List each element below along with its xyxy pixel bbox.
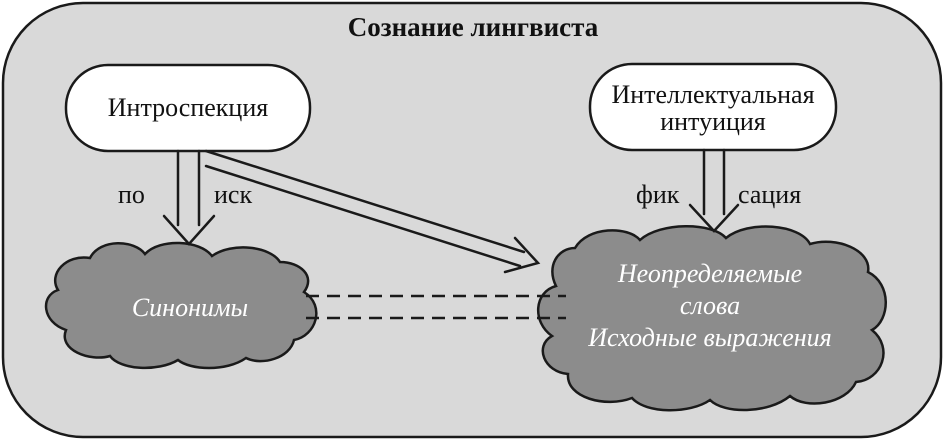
introspection-to-undefined-words-arrow — [204, 149, 541, 274]
search-arrow — [162, 149, 216, 246]
fixation-label-right: сация — [738, 180, 802, 209]
synonyms-label: Синонимы — [131, 293, 249, 322]
introspection-box — [64, 63, 312, 153]
initial-expressions-label: Исходные выражения — [588, 323, 832, 352]
intuition-label-line2: интуиция — [660, 107, 766, 136]
undefined-words-label-line2: слова — [679, 291, 741, 320]
undefined-words-cloud — [536, 225, 887, 412]
search-label-left: по — [118, 180, 145, 209]
fixation-label-left: фик — [636, 180, 680, 209]
synonyms-cloud — [44, 241, 318, 370]
fixation-arrow — [688, 148, 740, 233]
equivalence-dashed-link — [306, 294, 566, 320]
search-label-right: иск — [214, 180, 253, 209]
diagram-title: Сознание лингвиста — [347, 12, 599, 42]
introspection-label: Интроспекция — [107, 93, 269, 122]
intuition-box — [588, 62, 838, 152]
undefined-words-label-line1: Неопределяемые — [617, 259, 803, 288]
intuition-label-line1: Интеллектуальная — [611, 80, 815, 109]
